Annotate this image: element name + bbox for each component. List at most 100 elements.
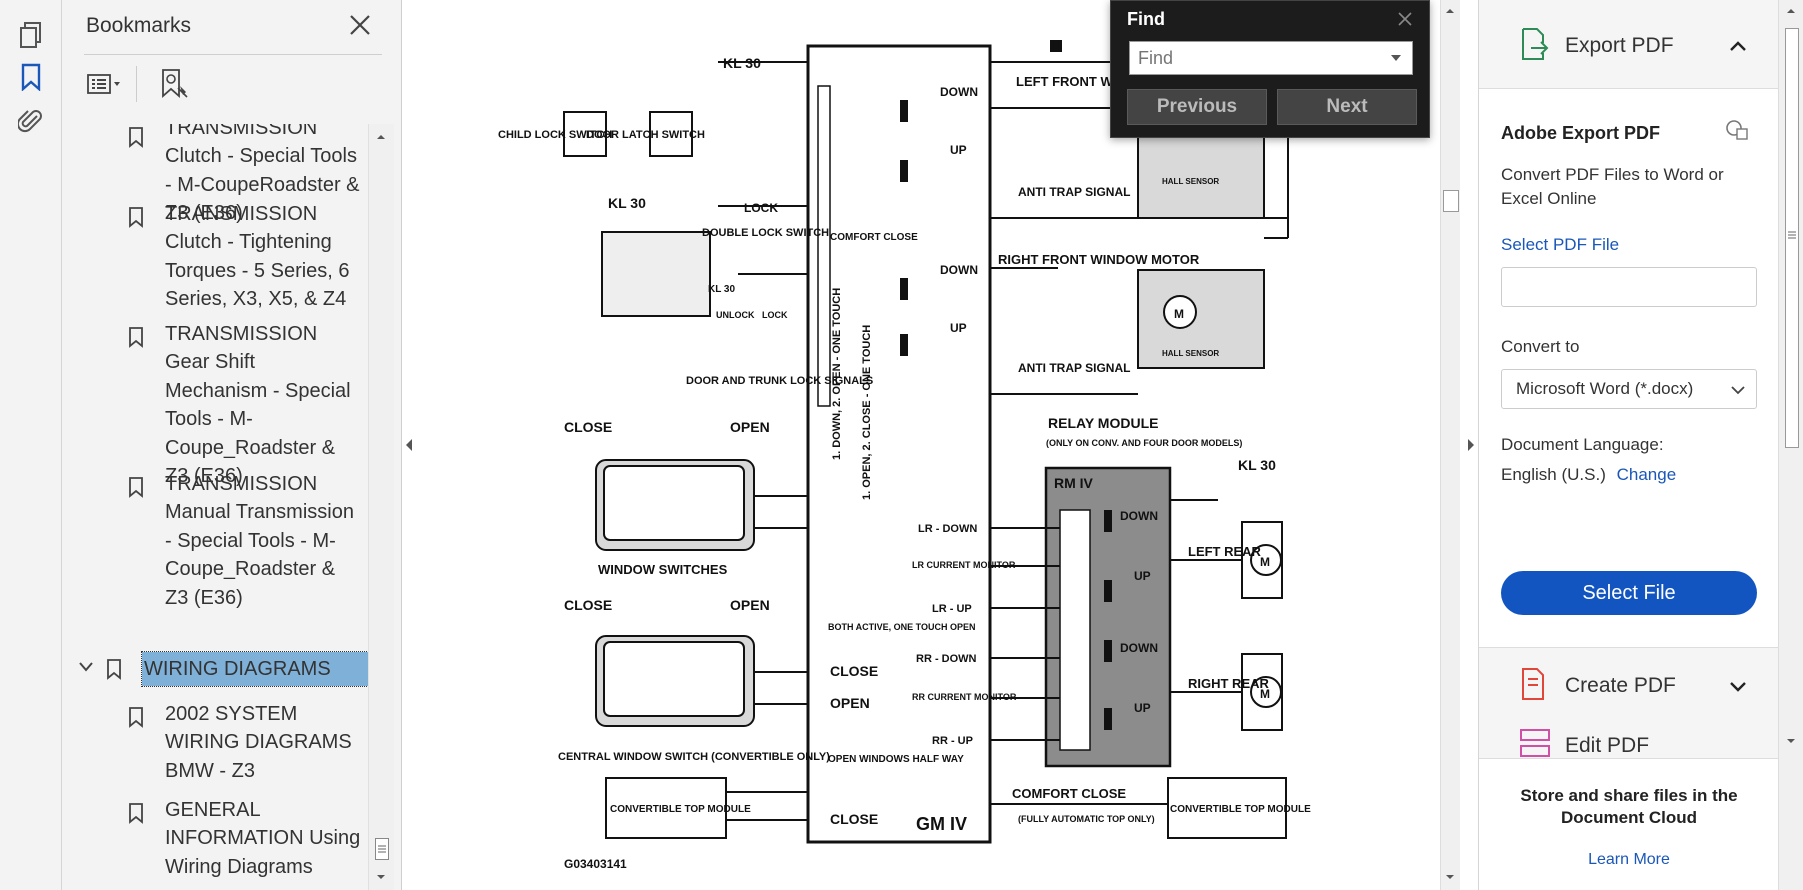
collapse-left-panel-handle[interactable] <box>402 430 416 460</box>
bookmark-rail-icon[interactable] <box>14 60 48 94</box>
close-icon <box>350 15 370 35</box>
label-anti-trap-2: ANTI TRAP SIGNAL <box>1018 361 1130 375</box>
find-options-dropdown[interactable] <box>1385 47 1407 69</box>
close-icon <box>1398 12 1412 26</box>
pages-icon[interactable] <box>14 18 48 52</box>
label-conv-top-left: CONVERTIBLE TOP MODULE <box>610 804 751 815</box>
label-comfort-close-2: COMFORT CLOSE <box>1012 786 1126 801</box>
label-door-latch: DOOR LATCH SWITCH <box>586 129 705 141</box>
label-lr-up: LR - UP <box>932 603 972 615</box>
label-up-c: UP <box>1134 569 1151 583</box>
bookmark-item[interactable]: GENERAL INFORMATION Using Wiring Diagram… <box>62 799 368 890</box>
scroll-up-icon[interactable] <box>1441 4 1459 18</box>
export-pdf-header[interactable]: Export PDF <box>1479 24 1779 64</box>
label-motor-3: M <box>1260 687 1270 701</box>
find-input[interactable] <box>1129 41 1413 75</box>
label-conv-top-right: CONVERTIBLE TOP MODULE <box>1170 804 1311 815</box>
create-pdf-row[interactable]: Create PDF <box>1479 664 1779 704</box>
label-fully-auto: (FULLY AUTOMATIC TOP ONLY) <box>1018 814 1155 824</box>
chevron-up-icon[interactable] <box>1729 40 1747 52</box>
label-lock-small: LOCK <box>762 310 788 320</box>
collapse-right-panel-handle[interactable] <box>1464 430 1478 460</box>
select-pdf-link[interactable]: Select PDF File <box>1501 235 1620 254</box>
label-relay-note: (ONLY ON CONV. AND FOUR DOOR MODELS) <box>1046 438 1242 448</box>
bookmark-item-wiring-diagrams[interactable]: WIRING DIAGRAMS <box>62 651 368 690</box>
label-rr-up: RR - UP <box>932 735 973 747</box>
bookmark-icon <box>129 803 143 824</box>
label-comfort-close: COMFORT CLOSE <box>830 232 918 243</box>
divider <box>84 54 382 55</box>
find-close-button[interactable] <box>1393 7 1417 31</box>
bookmark-list: TRANSMISSION Clutch - Special Tools - M-… <box>62 124 368 890</box>
label-child-lock: CHILD LOCK SWITCH <box>498 129 612 141</box>
bookmark-item[interactable]: TRANSMISSION Gear Shift Mechanism - Spec… <box>62 323 368 487</box>
label-close-1: CLOSE <box>564 419 612 435</box>
edit-pdf-row[interactable]: Edit PDF <box>1479 722 1779 758</box>
label-down-open: 1. DOWN, 2. OPEN - ONE TOUCH <box>831 288 843 460</box>
chevron-down-icon[interactable] <box>78 660 94 674</box>
bookmark-item[interactable]: 2002 SYSTEM WIRING DIAGRAMS BMW - Z3 <box>62 703 368 790</box>
bookmark-item[interactable]: TRANSMISSION Clutch - Special Tools - M-… <box>62 124 368 224</box>
tools-pane: Export PDF Adobe Export PDF Convert PDF … <box>1478 0 1779 890</box>
label-open-2: OPEN <box>730 597 770 613</box>
find-next-button[interactable]: Next <box>1277 89 1417 125</box>
label-open-1: OPEN <box>730 419 770 435</box>
chevron-down-icon[interactable] <box>1729 680 1747 692</box>
bookmark-label: 2002 SYSTEM WIRING DIAGRAMS BMW - Z3 <box>165 703 352 782</box>
bookmark-item[interactable]: TRANSMISSION Clutch - Tightening Torques… <box>62 203 368 310</box>
find-dialog: Find Previous Next <box>1110 0 1430 138</box>
find-previous-button[interactable]: Previous <box>1127 89 1267 125</box>
convert-to-value: Microsoft Word (*.docx) <box>1516 379 1694 398</box>
label-up-d: UP <box>1134 701 1151 715</box>
scroll-down-icon[interactable] <box>1441 870 1459 884</box>
bookmark-label: TRANSMISSION Gear Shift Mechanism - Spec… <box>165 323 351 488</box>
bookmarks-scrollbar[interactable] <box>368 124 394 890</box>
label-hall-1: HALL SENSOR <box>1162 177 1219 186</box>
bookmark-item[interactable]: TRANSMISSION Manual Transmission - Speci… <box>62 473 368 609</box>
convert-to-label: Convert to <box>1501 337 1580 356</box>
label-lr-down: LR - DOWN <box>918 523 977 535</box>
bookmark-label: WIRING DIAGRAMS <box>141 651 368 687</box>
label-motor-1: M <box>1174 307 1184 321</box>
label-both-active: BOTH ACTIVE, ONE TOUCH OPEN <box>828 622 976 632</box>
bookmark-options-button[interactable] <box>86 66 126 102</box>
label-right-rear: RIGHT REAR <box>1188 676 1270 691</box>
label-close-pin-2: CLOSE <box>830 811 878 827</box>
scroll-thumb[interactable] <box>1443 190 1459 212</box>
edit-pdf-icon <box>1520 729 1550 757</box>
label-open-pin: OPEN <box>830 695 870 711</box>
left-tool-rail <box>0 0 62 890</box>
export-pdf-card: Adobe Export PDF Convert PDF Files to Wo… <box>1479 88 1779 648</box>
scroll-down-icon[interactable] <box>369 870 393 884</box>
tools-pane-scrollbar[interactable] <box>1778 0 1803 890</box>
select-file-button[interactable]: Select File <box>1501 571 1757 615</box>
attachment-icon[interactable] <box>14 104 48 138</box>
scroll-up-icon[interactable] <box>1779 4 1803 18</box>
scroll-down-icon[interactable] <box>1779 734 1803 748</box>
label-hall-2: HALL SENSOR <box>1162 349 1219 358</box>
close-bookmarks-button[interactable] <box>345 10 375 40</box>
export-pdf-icon <box>1522 28 1549 60</box>
document-scrollbar[interactable] <box>1440 0 1460 890</box>
scroll-up-icon[interactable] <box>369 130 393 144</box>
scroll-thumb[interactable] <box>1785 28 1799 448</box>
language-value: English (U.S.) <box>1501 465 1606 484</box>
bookmarks-title: Bookmarks <box>86 14 192 37</box>
bookmark-icon <box>107 659 121 680</box>
change-language-link[interactable]: Change <box>1616 465 1677 484</box>
label-left-front: LEFT FRONT W <box>1016 74 1113 89</box>
learn-more-link[interactable]: Learn More <box>1588 851 1670 868</box>
find-bookmark-button[interactable] <box>160 66 190 102</box>
chevron-down-icon <box>1731 386 1745 395</box>
label-rr-current: RR CURRENT MONITOR <box>912 692 1017 702</box>
export-pdf-label: Export PDF <box>1565 34 1674 57</box>
scroll-thumb[interactable] <box>375 838 389 860</box>
chevron-right-icon <box>1468 439 1474 451</box>
label-kl30-left: KL 30 <box>608 195 646 211</box>
bookmark-icon <box>129 707 143 728</box>
convert-to-select[interactable]: Microsoft Word (*.docx) <box>1501 369 1757 409</box>
grip-icon <box>378 845 386 853</box>
label-kl30-top: KL 30 <box>723 55 761 71</box>
bookmark-label: GENERAL INFORMATION Using Wiring Diagram… <box>165 799 361 878</box>
selected-pdf-field[interactable] <box>1501 267 1757 307</box>
